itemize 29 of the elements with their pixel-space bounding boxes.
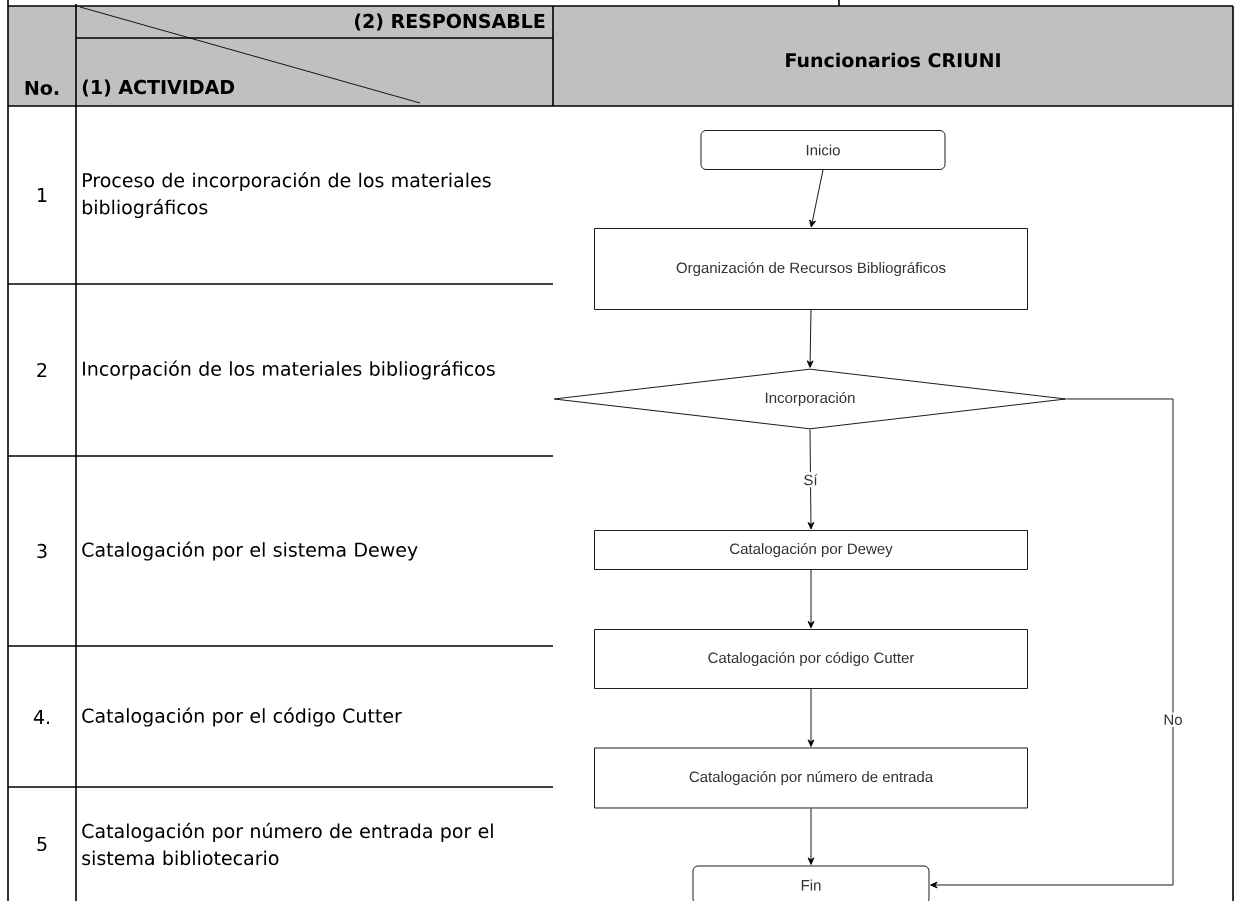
arrow (807, 688, 815, 747)
arrow (807, 569, 815, 629)
activity-text: Catalogación por el código Cutter (82, 707, 402, 727)
arrow (930, 398, 1174, 889)
row-number: 5 (37, 836, 47, 852)
terminal-box: Inicio (700, 130, 946, 170)
terminal-box: Fin (692, 865, 930, 901)
row-number: 1 (38, 188, 47, 202)
column-header: Funcionarios CRIUNI (786, 52, 1000, 68)
row-number: 2 (37, 362, 47, 378)
process-box: Organización de Recursos Bibliográficos (594, 228, 1028, 310)
arrow (807, 429, 815, 530)
activity-text: Catalogación por el sistema Dewey (82, 541, 418, 561)
activity-text: Catalogación por número de entrada por el sistema bibliotecario (82, 822, 493, 866)
column-header: (2) RESPONSABLE (355, 13, 545, 31)
edge-label: Sí (801, 472, 820, 488)
activity-text: Proceso de incorporación de los materiales bibliográficos (82, 171, 491, 219)
row-number: 3 (37, 543, 47, 559)
column-header: (1) ACTIVIDAD (82, 79, 235, 97)
process-box: Catalogación por código Cutter (594, 629, 1028, 689)
process-box: Catalogación por número de entrada (594, 747, 1028, 809)
arrow (806, 309, 814, 368)
arrow (807, 808, 815, 865)
edge-label: No (1161, 712, 1185, 727)
activity-text: Incorpación de los materiales bibliográficos (83, 360, 495, 380)
process-box: Catalogación por Dewey (594, 530, 1028, 570)
column-header: No. (25, 80, 59, 96)
row-number: 4. (33, 710, 49, 724)
arrow (809, 169, 824, 228)
